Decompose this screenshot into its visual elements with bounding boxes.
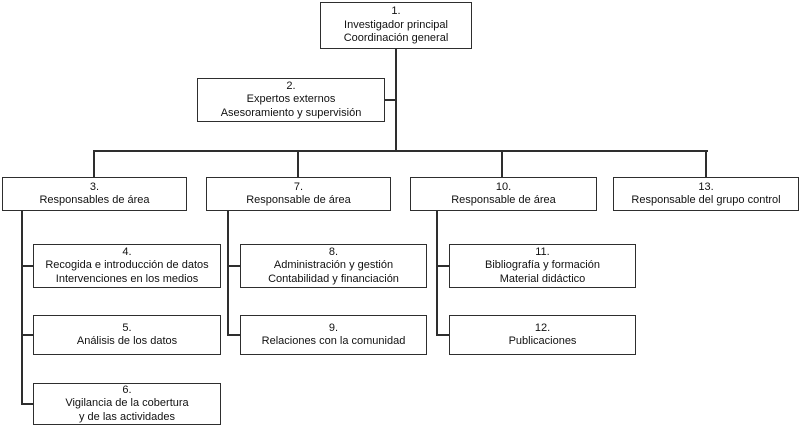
node-label: Responsables de área [39, 194, 150, 206]
connector-drop-n10 [501, 150, 503, 177]
node-label: Publicaciones [508, 335, 577, 347]
connector-right-spine [436, 211, 438, 336]
node-number: 11. [535, 245, 550, 258]
node-1-investigador-principal: 1. Investigador principal Coordinación g… [320, 2, 472, 49]
node-label: Bibliografía y formación [485, 259, 600, 272]
node-label: Relaciones con la comunidad [261, 335, 406, 347]
connector-stub-n12 [436, 334, 450, 336]
node-label: Contabilidad y financiación [268, 272, 399, 285]
node-label: Responsable de área [246, 194, 351, 206]
node-4-recogida-datos: 4. Recogida e introducción de datos Inte… [33, 244, 221, 288]
node-7-responsable-de-area: 7. Responsable de área [206, 177, 391, 211]
node-label: Vigilancia de la cobertura [65, 397, 189, 410]
node-label: Administración y gestión [273, 259, 394, 272]
node-12-publicaciones: 12. Publicaciones [449, 315, 636, 355]
node-number: 3. [89, 180, 100, 193]
connector-drop-n7 [297, 150, 299, 177]
node-number: 1. [391, 5, 401, 18]
node-label: Análisis de los datos [76, 335, 178, 347]
node-label: Responsable del grupo control [631, 194, 781, 206]
node-6-vigilancia-cobertura: 6. Vigilancia de la cobertura y de las a… [33, 383, 221, 425]
connector-stub-n5 [21, 334, 34, 336]
node-11-bibliografia-formacion: 11. Bibliografía y formación Material di… [449, 244, 636, 288]
node-label: y de las actividades [79, 410, 175, 423]
node-label: Asesoramiento y supervisión [220, 106, 362, 119]
node-number: 2. [286, 79, 296, 92]
node-label: Material didáctico [499, 272, 586, 285]
node-8-administracion-gestion: 8. Administración y gestión Contabilidad… [240, 244, 427, 288]
node-2-expertos-externos: 2. Expertos externos Asesoramiento y sup… [197, 78, 385, 122]
node-10-responsable-de-area: 10. Responsable de área [410, 177, 597, 211]
connector-stub-n11 [436, 265, 450, 267]
node-number: 7. [293, 180, 304, 193]
connector-stub-n8 [227, 265, 241, 267]
node-label: Investigador principal [344, 18, 448, 31]
connector-middle-spine [227, 211, 229, 336]
node-number: 12. [534, 321, 551, 334]
node-label: Responsable de área [451, 194, 556, 206]
connector-stub-n6 [21, 403, 34, 405]
node-number: 9. [328, 321, 339, 334]
node-13-responsable-grupo-control: 13. Responsable del grupo control [613, 177, 799, 211]
connector-n2-stub [385, 99, 396, 101]
node-number: 5. [122, 321, 132, 334]
node-5-analisis-datos: 5. Análisis de los datos [33, 315, 221, 355]
node-number: 8. [328, 245, 339, 258]
connector-drop-n13 [705, 150, 707, 177]
node-label: Intervenciones en los medios [55, 272, 199, 285]
connector-stub-n4 [21, 265, 34, 267]
connector-stub-n9 [227, 334, 241, 336]
node-3-responsables-de-area: 3. Responsables de área [2, 177, 187, 211]
connector-main-horizontal [93, 150, 708, 152]
node-number: 10. [495, 180, 512, 193]
node-label: Coordinación general [343, 32, 449, 45]
node-number: 13. [698, 180, 714, 193]
node-label: Recogida e introducción de datos [45, 259, 209, 272]
connector-drop-n3 [93, 150, 95, 177]
node-label: Expertos externos [246, 93, 336, 106]
node-9-relaciones-comunidad: 9. Relaciones con la comunidad [240, 315, 427, 355]
connector-root-vertical [395, 49, 397, 152]
connector-left-spine [21, 211, 23, 405]
node-number: 6. [122, 383, 132, 396]
node-number: 4. [122, 245, 132, 258]
